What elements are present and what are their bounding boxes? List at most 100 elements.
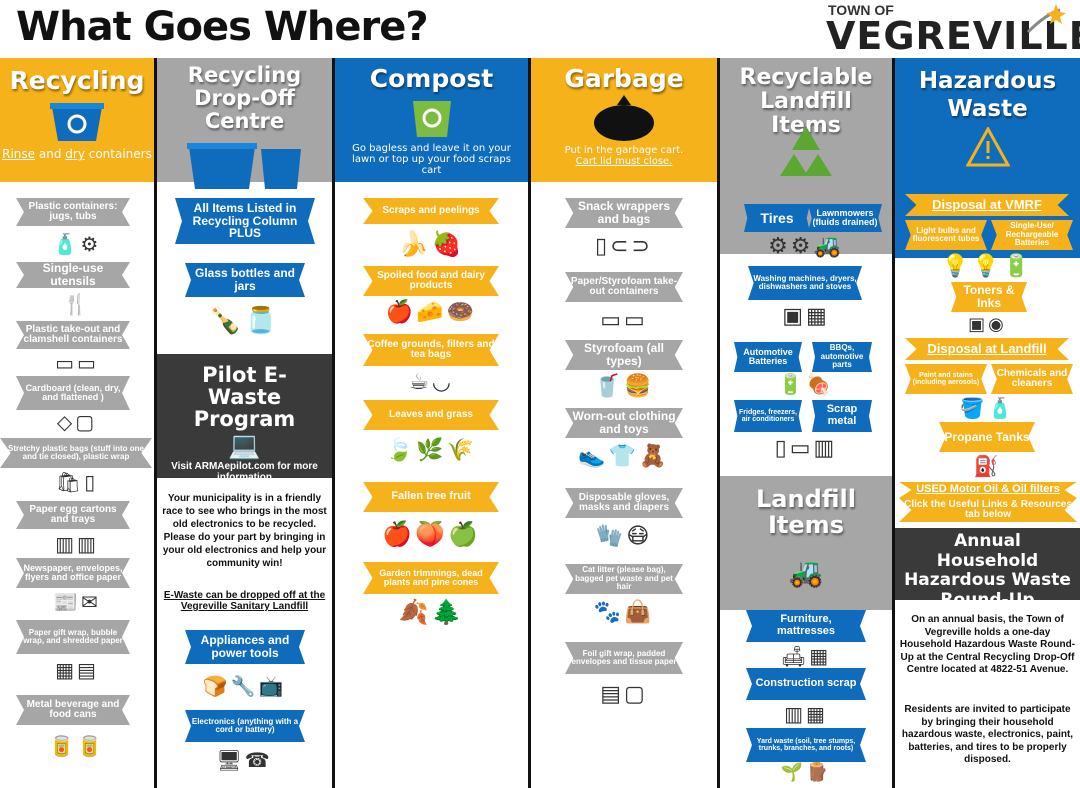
- hazardous-links: Click the Useful Links & Resources tab b…: [899, 498, 1077, 522]
- recycling-item: Metal beverage and food cans: [16, 695, 130, 725]
- recycling-title: Recycling: [9, 66, 145, 95]
- landfill-title: Recyclable Landfill Items: [739, 65, 873, 139]
- page-title: What Goes Where?: [16, 4, 429, 50]
- garbage-item: Foil gift wrap, padded envelopes and tis…: [565, 642, 683, 674]
- landfill-recyclable-panel: Recyclable Landfill Items: [720, 58, 892, 254]
- recycling-item: Plastic take-out and clamshell container…: [16, 321, 130, 349]
- box-icon: ◇▢: [56, 410, 98, 434]
- landfill-items-panel: Landfill Items 🚜: [720, 476, 892, 610]
- logo-town-of: TOWN OF: [828, 2, 894, 18]
- utensils-icon: 🍴: [63, 292, 91, 316]
- garbage-title: Garbage: [564, 64, 684, 93]
- recycling-header: Recycling Rinse and dry containers: [0, 58, 154, 182]
- snack-bag-icon: ▯⊂⊃: [595, 234, 653, 259]
- recycling-column: Recycling Rinse and dry containers Plast…: [0, 58, 154, 788]
- garbage-item: Worn-out clothing and toys: [565, 408, 683, 438]
- clamshell-icon: ▭▭: [55, 351, 99, 375]
- compost-item: Fallen tree fruit: [363, 482, 499, 512]
- compost-item: Scraps and peelings: [363, 198, 499, 224]
- compost-column: Compost Go bagless and leave it on your …: [335, 58, 528, 788]
- egg-carton-icon: ▥▥: [55, 532, 99, 556]
- landfill-item: Tires: [744, 204, 810, 232]
- landfill-item: Construction scrap: [746, 668, 866, 700]
- landfill-item: Yard waste (soil, tree stumps, trunks, b…: [746, 728, 866, 762]
- compost-title: Compost: [369, 64, 494, 93]
- dropoff-item: Appliances and power tools: [185, 630, 305, 664]
- cans-icon: 🥫🥫: [49, 734, 105, 758]
- battery-bbq-icon: 🔋🍖: [778, 372, 834, 396]
- recycle-arrows-icon: [780, 126, 832, 176]
- compost-header: Compost Go bagless and leave it on your …: [335, 58, 528, 182]
- recycling-item: Plastic containers: jugs, tubs: [16, 198, 130, 226]
- ewaste-title: Pilot E-Waste Program: [193, 363, 296, 432]
- roundup-p1: On an annual basis, the Town of Vegrevil…: [899, 614, 1076, 675]
- pine-cone-icon: 🍂🌲: [398, 598, 465, 626]
- recycling-subtitle: Rinse and dry containers: [2, 147, 152, 161]
- ewaste-dropoff-note: E-Waste can be dropped off at the Vegrev…: [163, 590, 326, 612]
- star-swoosh-icon: [1026, 4, 1066, 34]
- landfill-item: Automotive Batteries: [734, 342, 802, 372]
- landfill-column: Recyclable Landfill Items Tires Lawnmowe…: [720, 58, 892, 788]
- garbage-header: Garbage Put in the garbage cart. Cart li…: [531, 58, 717, 182]
- garbage-item: Snack wrappers and bags: [565, 198, 683, 228]
- washer-stove-icon: ▣▦: [782, 304, 830, 329]
- foil-envelope-icon: ▤▢: [600, 682, 648, 707]
- coffee-filter-icon: ☕◡: [409, 370, 454, 395]
- column-divider: [332, 58, 335, 788]
- dropoff-item: Glass bottles and jars: [185, 263, 305, 297]
- recycling-item: Paper egg cartons and trays: [16, 501, 130, 529]
- compost-bin-icon: [412, 101, 451, 137]
- dropoff-title: Recycling Drop-Off Centre: [187, 63, 302, 134]
- landfill-item: Washing machines, dryers, dishwashers an…: [748, 266, 862, 300]
- sofa-mattress-icon: 🛋▦: [780, 644, 832, 668]
- styrofoam-cup-icon: 🥤🍔: [593, 374, 655, 399]
- food-scraps-icon: 🍎🧀🍩: [385, 300, 478, 325]
- roundup-title: Annual Household Hazardous Waste Round-U…: [904, 531, 1071, 610]
- recycling-item: Paper gift wrap, bubble wrap, and shredd…: [16, 620, 130, 654]
- recycling-item: Cardboard (clean, dry, and flattened ): [16, 376, 130, 410]
- hazardous-item: Toners & Inks: [951, 282, 1027, 312]
- glass-bottle-icon: 🍾🫙: [209, 306, 280, 336]
- recycling-item: Single-use utensils: [16, 262, 130, 288]
- garbage-sub2: Cart lid must close.: [575, 156, 673, 167]
- column-divider: [528, 58, 531, 788]
- gloves-mask-icon: 🧤😷: [595, 524, 653, 549]
- shredded-paper-icon: ▦▤: [55, 658, 99, 682]
- ewaste-body: Your municipality is in a friendly race …: [162, 493, 327, 569]
- garbage-bag-icon: [594, 95, 654, 141]
- roundup-panel: Annual Household Hazardous Waste Round-U…: [895, 528, 1080, 609]
- hazardous-item: Propane Tanks: [939, 422, 1035, 452]
- clothes-toys-icon: 👟👕🧸: [578, 444, 670, 469]
- takeout-icon: ▭▭: [600, 308, 648, 333]
- jug-icon: 🧴⚙: [52, 232, 102, 256]
- garbage-column: Garbage Put in the garbage cart. Cart li…: [531, 58, 717, 788]
- plastic-bag-icon: 🛍▯: [55, 470, 99, 494]
- litter-icon: 🐾👜: [593, 600, 655, 625]
- dropoff-column: Recycling Drop-Off Centre All Items List…: [157, 58, 332, 788]
- garbage-item: Disposable gloves, masks and diapers: [565, 488, 683, 518]
- leaf-grass-icon: 🍃🌿🌾: [385, 438, 478, 463]
- town-logo: TOWN OF VEGREVILLE: [826, 2, 1080, 58]
- garbage-item: Styrofoam (all types): [565, 340, 683, 370]
- stump-icon: 🌱🪵: [780, 762, 832, 783]
- compost-item: Garden trimmings, dead plants and pine c…: [363, 562, 499, 594]
- hazardous-item: Light bulbs and fluorescent tubes: [905, 220, 987, 250]
- column-divider: [717, 58, 720, 788]
- landfill-item: BBQs, automotive parts: [812, 342, 872, 372]
- recycling-bin-icon: [50, 103, 104, 141]
- hazardous-column: Hazardous Waste Disposal at VMRF Light b…: [895, 58, 1080, 788]
- garbage-sub1: Put in the garbage cart.: [564, 145, 684, 156]
- propane-icon: ⛽: [973, 454, 1002, 478]
- loader-icon: 🚜: [788, 557, 824, 588]
- warning-icon: [964, 126, 1011, 167]
- bulb-battery-icon: 💡💡🔋: [941, 254, 1034, 279]
- laptop-recycle-icon: 💻: [228, 430, 261, 461]
- landfill-item: Fridges, freezers, air conditioners: [734, 400, 802, 432]
- computer-phone-icon: 🖥☎: [216, 748, 273, 772]
- column-divider: [892, 58, 895, 788]
- landfill-item: Scrap metal: [812, 400, 872, 432]
- dumpster-icon: [186, 143, 301, 190]
- hazardous-title: Hazardous Waste: [918, 68, 1057, 122]
- recycling-item: Stretchy plastic bags (stuff into one an…: [0, 438, 152, 468]
- dropoff-item: Electronics (anything with a cord or bat…: [185, 710, 305, 742]
